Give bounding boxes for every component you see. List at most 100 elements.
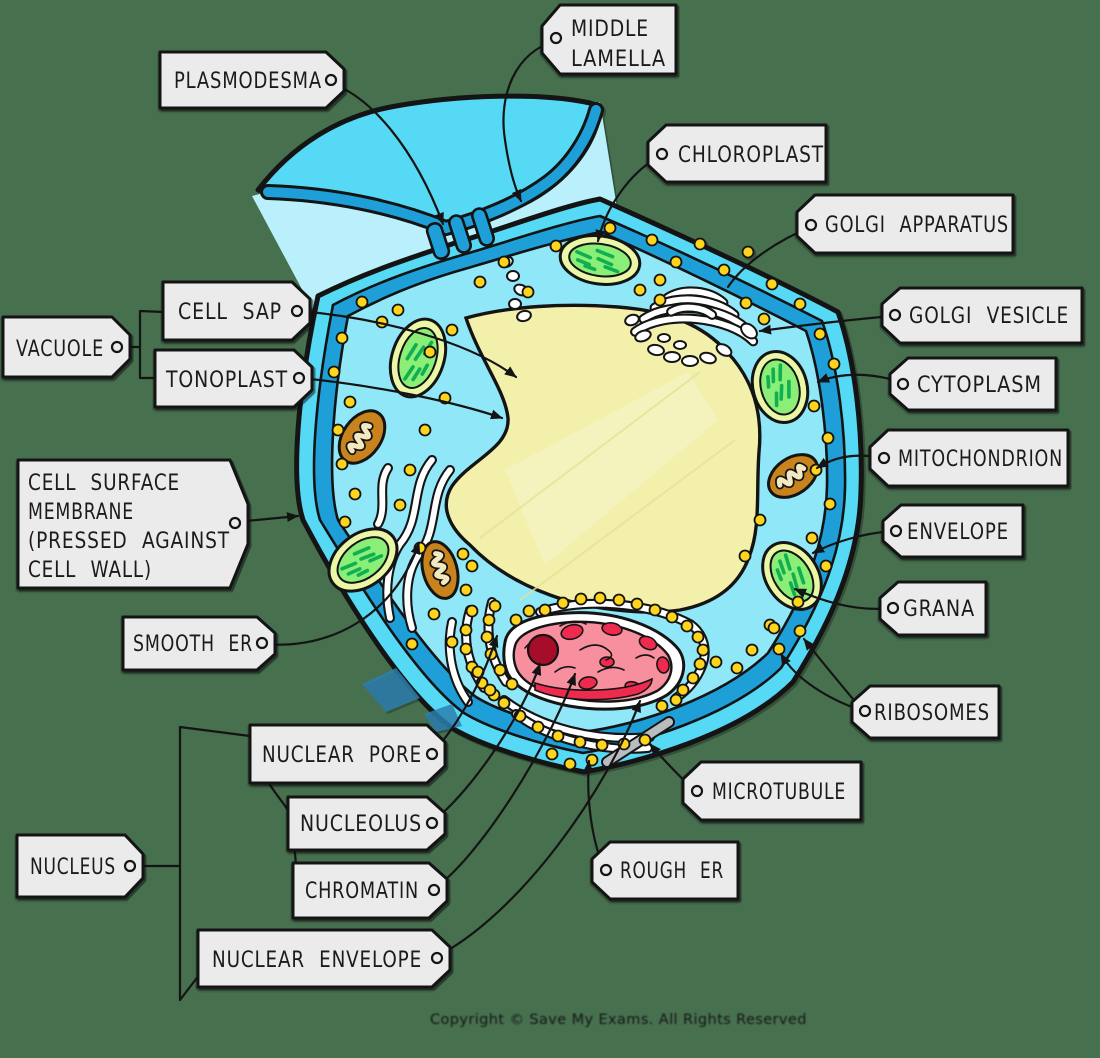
tag-eyelet-icon	[430, 951, 444, 965]
chloroplast-lower-left	[327, 527, 399, 593]
label-text: GOLGI VESICLE	[909, 304, 1069, 329]
cell-artwork	[252, 93, 864, 775]
tag-eyelet-icon	[877, 451, 891, 465]
tag-eyelet-icon	[655, 147, 669, 161]
ribosome-dot	[648, 603, 662, 617]
ribosome-dot	[793, 624, 807, 638]
ribosome-dot	[445, 635, 459, 649]
ribosome-dot	[693, 237, 707, 251]
ribosome-dot	[645, 233, 659, 247]
label-golgi-vesicle: GOLGI VESICLE	[880, 286, 1084, 345]
ribosome-dot	[573, 735, 587, 749]
label-text: MITOCHONDRION	[898, 447, 1063, 472]
ribosome-dot	[593, 591, 607, 605]
arrow-middle-lamella	[502, 38, 559, 203]
ribosome-dot	[680, 619, 694, 633]
ribosome-dot	[483, 683, 497, 697]
ribosome-dot	[551, 729, 565, 743]
tag-eyelet-icon	[425, 816, 439, 830]
ribosome-dot	[488, 599, 502, 613]
ribosome-dot	[531, 720, 545, 734]
label-grana: GRANA	[878, 580, 988, 637]
label-text: ENVELOPE	[907, 520, 1009, 545]
ribosome-dot	[574, 592, 588, 606]
label-text: GOLGI APPARATUS	[825, 213, 1009, 238]
ribosome-dot	[549, 239, 563, 253]
tag-eyelet-icon	[425, 747, 439, 761]
ribosome-dot	[348, 487, 362, 501]
chloroplast-upper-left	[388, 317, 448, 399]
ribosome-dot	[391, 303, 405, 317]
ribosome-dot	[730, 661, 744, 675]
ink-blob	[362, 668, 420, 712]
label-nucleus: NUCLEUS	[15, 833, 145, 899]
label-ribosomes: RIBOSOMES	[850, 684, 1001, 740]
ribosome-dot	[686, 671, 700, 685]
golgi-vesicles	[624, 313, 758, 367]
ribosome-dot	[693, 657, 707, 671]
label-rough-er: ROUGH ER	[590, 840, 740, 901]
label-text: CELL SURFACE	[28, 471, 180, 496]
label-golgi-apparatus: GOLGI APPARATUS	[795, 193, 1015, 255]
label-text: NUCLEAR PORE	[262, 743, 422, 768]
grana	[775, 553, 806, 597]
tag-eyelet-icon	[889, 524, 903, 538]
label-smooth-er: SMOOTH ER	[121, 615, 277, 672]
label-text: VACUOLE	[16, 337, 104, 362]
tag-eyelet-icon	[886, 601, 900, 615]
ribosome-dot	[638, 733, 652, 747]
ribosome-dot	[393, 498, 407, 512]
ribosome-dot	[456, 547, 470, 561]
nucleus	[502, 611, 686, 711]
tag-eyelet-icon	[324, 73, 338, 87]
arrow-chromatin	[429, 672, 577, 893]
ribosome-dot	[465, 559, 479, 573]
ribosome-dot	[556, 596, 570, 610]
ribosome-dot	[445, 323, 459, 337]
ribosome-dot	[465, 604, 479, 618]
tag-eyelet-icon	[858, 704, 872, 718]
tag-eyelet-icon	[896, 377, 910, 391]
label-tonoplast: TONOPLAST	[153, 348, 314, 409]
ribosome-dot	[717, 263, 731, 277]
smooth-er	[373, 455, 455, 633]
ribosome-dot	[676, 683, 690, 697]
label-middle-lamella: MIDDLE LAMELLA	[540, 3, 678, 76]
label-text: CELL WALL)	[28, 558, 152, 583]
ribosome-dot	[669, 255, 683, 269]
label-text: CYTOPLASM	[917, 373, 1042, 398]
label-nucleolus: NUCLEOLUS	[286, 795, 447, 852]
ribosome-dot	[745, 643, 759, 657]
ribosome-dot	[767, 621, 781, 635]
ribosome-dot	[595, 738, 609, 752]
label-plasmodesma: PLASMODESMA	[158, 50, 346, 110]
ribosome-dot	[497, 255, 511, 269]
label-text: MIDDLE	[571, 17, 649, 42]
tag-eyelet-icon	[599, 863, 613, 877]
ribosome-dot	[522, 604, 536, 618]
ribosome-dot	[612, 593, 626, 607]
ribosome-dot	[538, 603, 552, 617]
label-text: GRANA	[903, 597, 975, 622]
ribosome-dot	[355, 295, 369, 309]
mitochondrion-right	[767, 453, 819, 499]
ribosome-dot	[418, 423, 432, 437]
ribosome-dot	[633, 283, 647, 297]
tag-eyelet-icon	[804, 218, 818, 232]
label-cytoplasm: CYTOPLASM	[888, 356, 1058, 412]
ribosome-dot	[827, 357, 841, 371]
arrow-tonoplast	[299, 376, 504, 420]
label-nuclear-pore: NUCLEAR PORE	[248, 723, 447, 785]
arrow-nuclear-envelope	[432, 699, 642, 960]
vacuole	[444, 303, 762, 614]
label-text: MICROTUBULE	[712, 780, 846, 805]
ribosome-dot	[331, 423, 345, 437]
tag-eyelet-icon	[123, 859, 137, 873]
label-cell-surface-membrane: CELL SURFACE MEMBRANE (PRESSED AGAINST C…	[16, 458, 250, 590]
arrow-cell-sap	[297, 309, 518, 379]
ribosome-dot	[343, 395, 357, 409]
label-text: PLASMODESMA	[174, 69, 322, 94]
ribosome-dot	[821, 431, 835, 445]
